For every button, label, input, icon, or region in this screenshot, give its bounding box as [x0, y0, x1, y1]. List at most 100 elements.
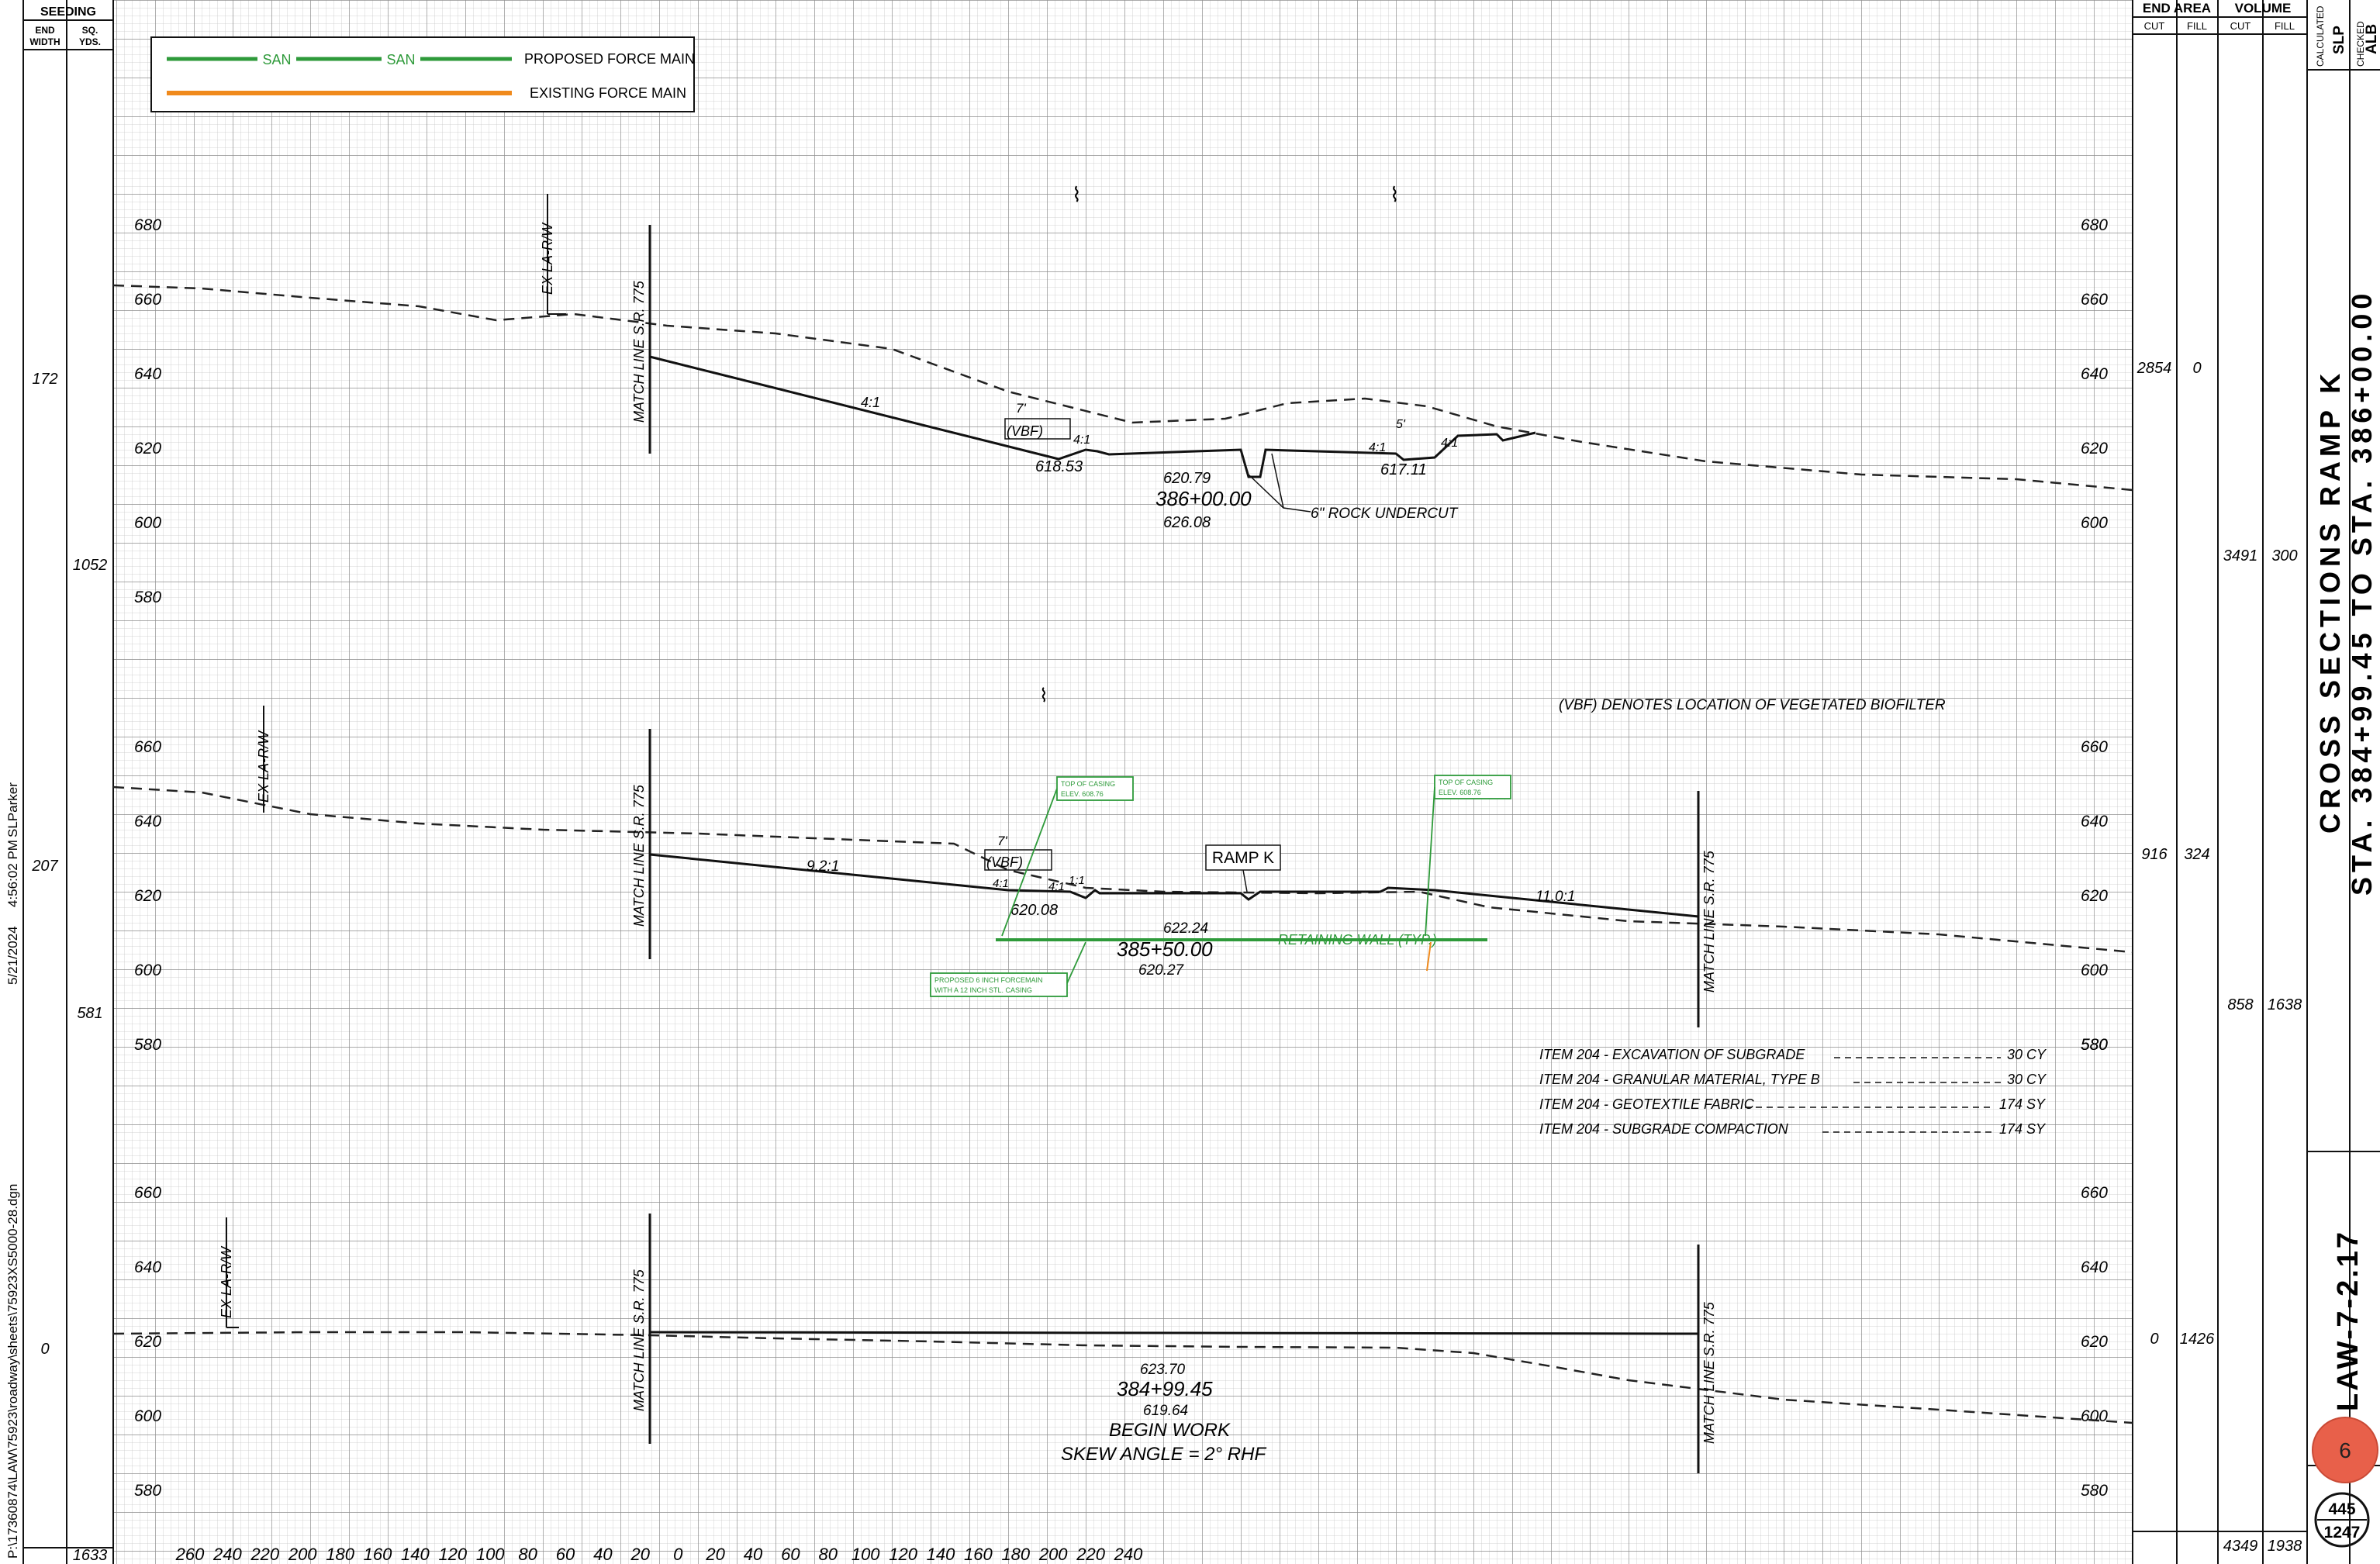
ditch-elevation: 620.08: [1010, 902, 1058, 919]
volume-header: VOLUME: [2235, 1, 2292, 16]
existing-ground-line: [112, 785, 2133, 954]
offset-label: 220: [1076, 1545, 1105, 1564]
fill-header: FILL: [2187, 20, 2207, 32]
profile-grade-elevation: 623.70: [1140, 1362, 1186, 1378]
elevation-label: 620: [2081, 1333, 2108, 1351]
break-line-icon: ⌇: [1390, 183, 1400, 206]
offset-label: 40: [593, 1545, 613, 1564]
match-line-label: MATCH LINE S.R. 775: [1701, 850, 1717, 993]
item-quantity: 174 SY: [1999, 1121, 2047, 1137]
plot-user: SLParker: [5, 782, 20, 837]
offset-label: 60: [556, 1545, 575, 1564]
sq-label: SQ.: [82, 25, 98, 36]
begin-work-label: BEGIN WORK: [1109, 1420, 1231, 1441]
project-number: LAW-7-2.17: [2332, 1230, 2364, 1411]
item-list: ITEM 204 - EXCAVATION OF SUBGRADE 30 CY …: [1539, 1047, 2047, 1137]
elevation-label: 640: [2081, 365, 2108, 383]
offset-label: 260: [175, 1545, 205, 1564]
ditch-elevation: 618.53: [1035, 458, 1083, 475]
match-line-label: MATCH LINE S.R. 775: [1701, 1301, 1717, 1444]
offset-label: 140: [401, 1545, 430, 1564]
end-label: END: [35, 25, 55, 36]
elevation-label: 620: [2081, 887, 2108, 905]
station-label: 386+00.00: [1155, 487, 1252, 510]
seeding-table: SEEDING END WIDTH SQ. YDS. 172 207 0 105…: [29, 5, 107, 1564]
offset-label: 0: [673, 1545, 683, 1564]
casing-callouts: [930, 775, 1511, 997]
fill-area-value: 324: [2184, 846, 2209, 863]
force-main-note: WITH A 12 INCH STL. CASING: [934, 986, 1032, 994]
casing-elevation: ELEV. 608.76: [1439, 789, 1481, 796]
station-label: 385+50.00: [1117, 937, 1213, 961]
offset-label: 100: [851, 1545, 880, 1564]
elevation-label: 660: [2081, 738, 2108, 756]
ditch-elevation: 617.11: [1380, 461, 1427, 478]
cut-volume-value: 4349: [2223, 1538, 2258, 1555]
fill-volume-value: 1638: [2268, 996, 2302, 1013]
offset-label: 240: [212, 1545, 242, 1564]
offset-label: 200: [288, 1545, 317, 1564]
slope-label: 4:1: [1048, 880, 1065, 893]
casing-top-label: TOP OF CASING: [1061, 780, 1115, 788]
slope-label: 9.2:1: [807, 858, 839, 875]
offset-dimension: 7': [1016, 401, 1026, 416]
elevation-label: 640: [2081, 1258, 2108, 1276]
fill-area-value: 1426: [2180, 1331, 2215, 1348]
cut-volume-value: 3491: [2223, 547, 2258, 564]
match-line-label: MATCH LINE S.R. 775: [631, 1269, 647, 1411]
match-line-label: MATCH LINE S.R. 775: [631, 784, 647, 927]
elevation-label: 600: [134, 1407, 161, 1425]
width-label: WIDTH: [29, 36, 60, 47]
calculated-label: CALCULATED: [2315, 5, 2326, 67]
offset-label: 60: [781, 1545, 800, 1564]
proposed-section-line: [649, 355, 1536, 478]
elevation-label: 580: [2081, 1482, 2108, 1500]
proposed-section-line: [649, 1331, 1699, 1335]
right-of-way-label: EX LA-R/W: [256, 730, 271, 803]
proposed-force-main-label: PROPOSED FORCE MAIN: [524, 51, 695, 67]
proposed-section-line: [649, 853, 1699, 918]
existing-force-main-label: EXISTING FORCE MAIN: [530, 85, 686, 101]
elevation-label: 580: [2081, 1036, 2108, 1054]
offset-label: 200: [1038, 1545, 1068, 1564]
slope-label: 4:1: [1073, 433, 1090, 447]
offset-label: 180: [326, 1545, 354, 1564]
existing-ground-line: [112, 1331, 2133, 1424]
elevation-labels: 6806606406206005806806606406206006606406…: [134, 216, 2108, 1500]
existing-ground-line: [112, 284, 2133, 492]
profile-grade-elevation: 620.79: [1163, 470, 1211, 487]
ramp-label: RAMP K: [1212, 849, 1274, 867]
yds-value: 1052: [73, 557, 108, 574]
sheet-title: CROSS SECTIONS RAMP K: [2314, 369, 2346, 834]
cut-header: CUT: [2144, 20, 2165, 32]
vbf-callout: (VBF): [986, 855, 1023, 870]
break-line-icon: ⌇: [1039, 685, 1048, 706]
item-description: ITEM 204 - GRANULAR MATERIAL, TYPE B: [1539, 1072, 1820, 1087]
right-of-way-label: EX LA-R/W: [219, 1245, 234, 1318]
offset-label: 140: [927, 1545, 955, 1564]
section-386-00: MATCH LINE S.R. 775 EX LA-R/W 4:1 7' (VB…: [112, 183, 2133, 531]
offset-label: 120: [889, 1545, 917, 1564]
elevation-label: 580: [134, 1036, 161, 1054]
item-description: ITEM 204 - GEOTEXTILE FABRIC: [1539, 1096, 1755, 1112]
san-label: SAN: [262, 52, 291, 67]
elevation-label: 600: [2081, 1407, 2108, 1425]
sheet-frame: [22, 0, 2380, 1564]
slope-label: 4:1: [1441, 437, 1458, 450]
end-area-header: END AREA: [2143, 1, 2211, 16]
offset-label: 240: [1114, 1545, 1143, 1564]
slope-label: 4:1: [861, 395, 880, 410]
force-main-note: PROPOSED 6 INCH FORCEMAIN: [934, 976, 1043, 984]
yds-value: 581: [77, 1005, 102, 1022]
sheet-of-bottom: 1247: [2324, 1524, 2361, 1542]
offset-label: 180: [1001, 1545, 1030, 1564]
elevation-label: 620: [2081, 440, 2108, 457]
elevation-label: 580: [2081, 1036, 2108, 1054]
offset-label: 100: [476, 1545, 505, 1564]
existing-elevation: 619.64: [1143, 1403, 1188, 1419]
vbf-note: (VBF) DENOTES LOCATION OF VEGETATED BIOF…: [1559, 697, 1946, 713]
file-stamp: P:\17360874\LAW\75923\roadway\sheets\759…: [5, 782, 20, 1559]
slope-label: 4:1: [1369, 441, 1386, 454]
offset-label: 220: [250, 1545, 279, 1564]
